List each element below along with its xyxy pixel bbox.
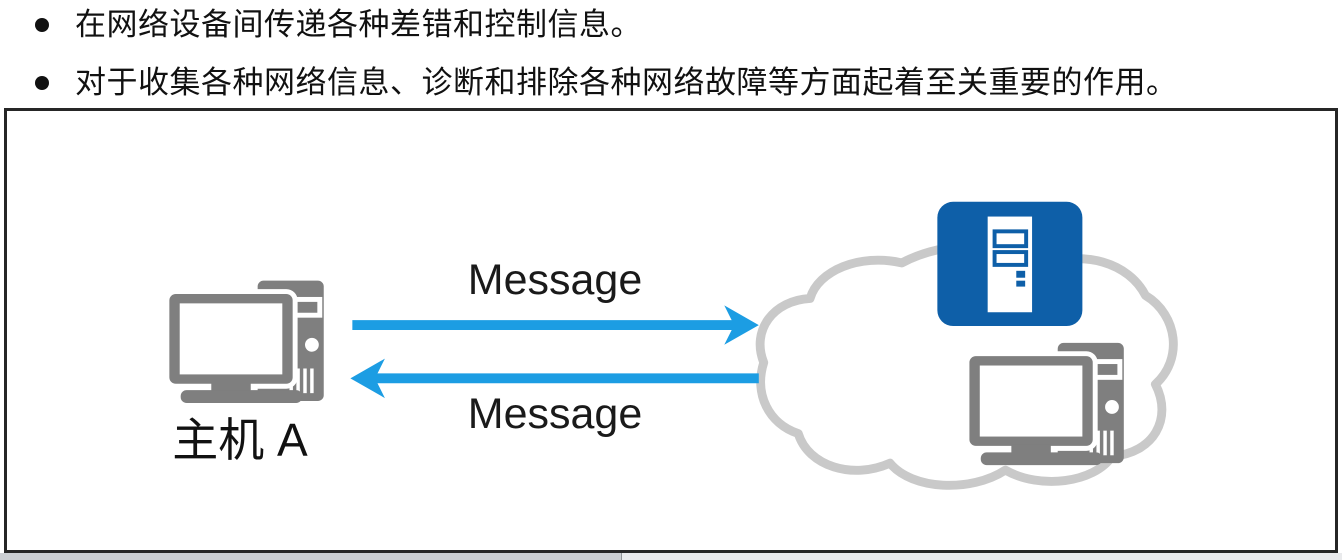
- bottom-edge-strip-left: [0, 553, 622, 560]
- remote-computer-icon: [967, 343, 1124, 465]
- bullet-list: 在网络设备间传递各种差错和控制信息。 对于收集各种网络信息、诊断和排除各种网络故…: [0, 6, 1342, 122]
- diagram-frame: [4, 108, 1338, 553]
- arrow-left: [350, 358, 759, 399]
- host-computer-icon: [167, 281, 324, 403]
- bullet-dot-icon: [35, 18, 49, 32]
- bullet-text: 在网络设备间传递各种差错和控制信息。: [75, 7, 642, 42]
- bullet-item: 对于收集各种网络信息、诊断和排除各种网络故障等方面起着至关重要的作用。: [0, 64, 1342, 102]
- arrow-right: [352, 305, 759, 345]
- message-label-bottom: Message: [467, 390, 643, 438]
- network-diagram: [7, 201, 1178, 490]
- server-icon: [937, 201, 1083, 327]
- message-label-top: Message: [467, 256, 643, 304]
- bullet-dot-icon: [35, 76, 49, 90]
- bottom-edge-strip-right: [622, 553, 1342, 560]
- bullet-text: 对于收集各种网络信息、诊断和排除各种网络故障等方面起着至关重要的作用。: [75, 65, 1178, 100]
- bottom-edge-strip: [0, 553, 1342, 560]
- bullet-item: 在网络设备间传递各种差错和控制信息。: [0, 6, 1342, 44]
- host-label: 主机 A: [172, 414, 308, 466]
